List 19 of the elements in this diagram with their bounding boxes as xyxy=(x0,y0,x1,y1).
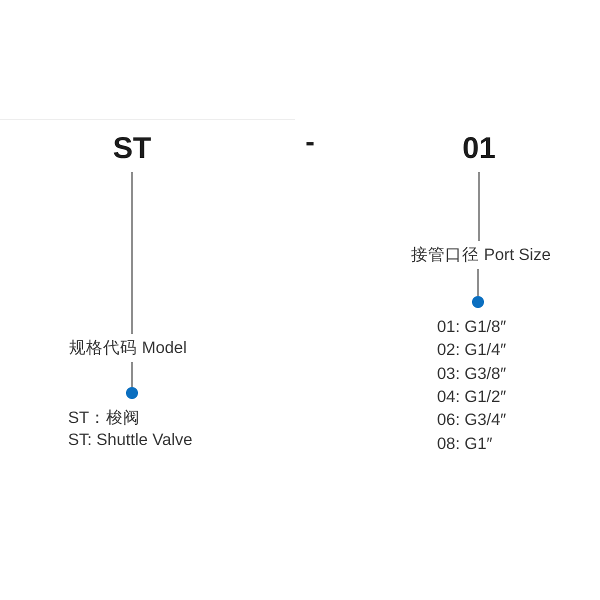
port-size-option: 06: G3/4″ xyxy=(437,410,506,430)
port-size-option: 04: G1/2″ xyxy=(437,386,506,407)
field-label: 规格代码 Model xyxy=(69,334,187,362)
port-size-option: 08: G1″ xyxy=(437,434,492,454)
port-size-option: 03: G3/8″ xyxy=(437,364,506,384)
code-label: 01 xyxy=(462,131,496,172)
model-option: ST: Shuttle Valve xyxy=(68,430,192,450)
leader-line xyxy=(477,269,479,296)
dot-marker xyxy=(126,387,138,399)
leader-line xyxy=(131,362,133,387)
code-label: ST xyxy=(112,131,152,172)
port-size-option: 02: G1/4″ xyxy=(437,340,506,360)
field-label: 接管口径 Port Size xyxy=(411,241,551,269)
model-option: ST：梭阀 xyxy=(68,408,140,428)
port-size-option: 01: G1/8″ xyxy=(437,317,506,337)
leader-line xyxy=(131,172,133,334)
dot-marker xyxy=(472,296,484,308)
code-separator: - xyxy=(305,132,315,152)
leader-line xyxy=(478,172,480,241)
